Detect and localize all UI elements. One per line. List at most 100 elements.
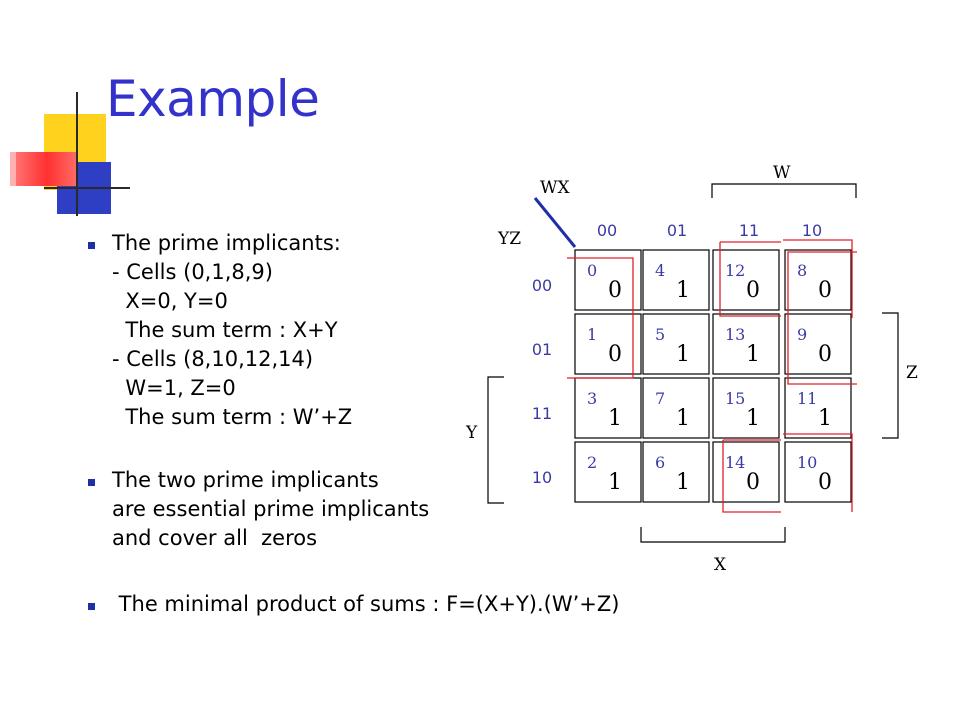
group-outline-0-1-8-9-right	[787, 251, 857, 385]
bullet-marker	[88, 242, 95, 249]
decorative-red-square-edge	[10, 152, 16, 186]
kmap-cell-index: 14	[725, 453, 745, 472]
kmap-cell-index: 11	[797, 389, 817, 408]
kmap-label-z: Z	[906, 363, 918, 383]
kmap-cell-index: 15	[725, 389, 745, 408]
bullet-prime-implicants: The prime implicants: - Cells (0,1,8,9) X…	[112, 229, 352, 432]
kmap-cell	[784, 313, 852, 375]
kmap-label-y: Y	[465, 423, 478, 443]
kmap-group-outlines	[567, 239, 857, 513]
group-outline-8-10-top	[783, 239, 853, 318]
kmap-cell-index: 6	[655, 453, 665, 472]
kmap-cell	[642, 313, 710, 375]
kmap-cell	[784, 377, 852, 439]
kmap-cell-index: 7	[655, 389, 665, 408]
bullet-essential-implicants: The two prime implicants are essential pr…	[112, 466, 429, 553]
kmap-x-bracket	[640, 527, 786, 543]
kmap-cell-value: 1	[608, 470, 622, 495]
decorative-red-square	[12, 152, 76, 186]
kmap-cell-value: 1	[746, 406, 760, 431]
kmap-row-header: 01	[532, 340, 552, 359]
kmap-column-headers: 00 01 11 10	[597, 221, 822, 240]
bullet-line: - Cells (0,1,8,9)	[112, 260, 273, 284]
kmap-cell	[574, 441, 642, 503]
group-outline-8-10-bottom	[783, 433, 853, 512]
kmap-cell	[712, 377, 780, 439]
slide-title: Example	[106, 70, 320, 128]
kmap-cell	[784, 249, 852, 311]
kmap-cell-value: 1	[676, 278, 690, 303]
kmap-cell-value: 0	[818, 470, 832, 495]
kmap-cell	[784, 441, 852, 503]
kmap-cell-value: 1	[676, 406, 690, 431]
group-outline-0-1-8-9-left	[567, 257, 634, 379]
kmap-cell-value: 1	[676, 342, 690, 367]
group-outline-12-14-bottom	[722, 440, 781, 513]
kmap-cell-value: 0	[818, 278, 832, 303]
kmap-cell-index: 8	[797, 261, 807, 280]
kmap-cell-index: 9	[797, 325, 807, 344]
kmap-row-header: 10	[532, 468, 552, 487]
kmap-z-bracket	[882, 312, 899, 439]
kmap-col-header: 10	[802, 221, 822, 240]
kmap-cell-value: 1	[746, 342, 760, 367]
kmap-cell-index: 2	[587, 453, 597, 472]
kmap-cell-value: 1	[676, 470, 690, 495]
bullet-line: and cover all zeros	[112, 526, 318, 550]
bullet-line: The prime implicants:	[112, 231, 341, 255]
kmap-cell-index: 13	[725, 325, 745, 344]
kmap-cell-value: 0	[608, 342, 622, 367]
kmap-cell-index: 0	[587, 261, 597, 280]
bullet-marker	[88, 603, 95, 610]
kmap-cell	[642, 377, 710, 439]
kmap-cell	[574, 377, 642, 439]
kmap-corner-diagonal	[533, 197, 577, 248]
bullet-line: X=0, Y=0	[112, 289, 228, 313]
kmap-cell	[574, 313, 642, 375]
kmap-cell-value: 1	[818, 406, 832, 431]
decorative-horizontal-line	[44, 187, 130, 189]
kmap-col-header: 11	[739, 221, 759, 240]
bullet-line: - Cells (8,10,12,14)	[112, 347, 314, 371]
bullet-marker	[88, 479, 95, 486]
kmap-cell	[712, 249, 780, 311]
bullet-line: W=1, Z=0	[112, 376, 236, 400]
kmap-cell-value: 1	[608, 406, 622, 431]
kmap-cell	[642, 249, 710, 311]
kmap-label-wx: WX	[540, 178, 570, 198]
kmap-cell	[712, 313, 780, 375]
kmap-cell-value: 0	[746, 278, 760, 303]
bullet-line: The sum term : W’+Z	[112, 405, 353, 429]
bullet-line: The sum term : X+Y	[112, 318, 338, 342]
kmap-label-w: W	[773, 163, 791, 183]
kmap-cell-index: 1	[587, 325, 597, 344]
kmap-cell-value: 0	[608, 278, 622, 303]
kmap-row-headers: 00 01 11 10	[532, 276, 552, 487]
kmap-row-header: 00	[532, 276, 552, 295]
kmap-y-bracket	[487, 376, 504, 504]
kmap-cell-value: 0	[818, 342, 832, 367]
kmap-col-header: 01	[667, 221, 687, 240]
bullet-minimal-product: The minimal product of sums : F=(X+Y).(W…	[112, 590, 620, 619]
kmap-cell-index: 4	[655, 261, 665, 280]
kmap-cell-index: 5	[655, 325, 665, 344]
decorative-vertical-line	[76, 92, 78, 216]
bullet-line: are essential prime implicants	[112, 497, 430, 521]
kmap-cell-index: 3	[587, 389, 597, 408]
bullet-line: The two prime implicants	[112, 468, 379, 492]
group-outline-12-14-top-left	[719, 242, 781, 317]
kmap-cell-index: 12	[725, 261, 745, 280]
kmap-cell-value: 0	[746, 470, 760, 495]
kmap-cell	[574, 249, 642, 311]
kmap-w-bracket	[711, 183, 857, 198]
kmap-row-header: 11	[532, 404, 552, 423]
kmap-label-x: X	[714, 555, 727, 575]
kmap-col-header: 00	[597, 221, 617, 240]
bullet-line: The minimal product of sums : F=(X+Y).(W…	[112, 592, 620, 616]
kmap-cell	[642, 441, 710, 503]
kmap-cell-index: 10	[797, 453, 817, 472]
kmap-cell	[712, 441, 780, 503]
kmap-label-yz: YZ	[497, 229, 521, 249]
